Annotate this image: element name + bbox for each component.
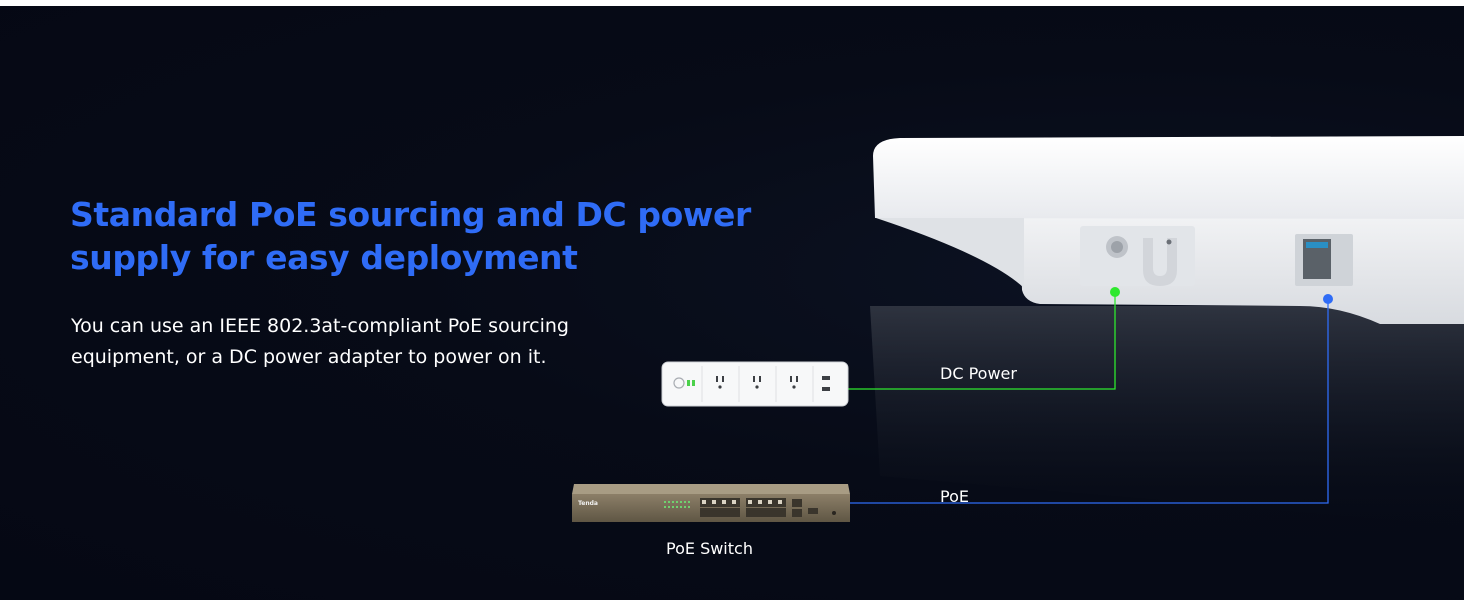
- access-point: [873, 136, 1464, 324]
- dc-power-port-dot: [1110, 287, 1120, 297]
- description-text: You can use an IEEE 802.3at-compliant Po…: [71, 315, 569, 368]
- dc-power-label: DC Power: [940, 364, 1017, 383]
- switch-brand-logo: Tenda: [578, 500, 598, 507]
- hero-banner: Tenda Standard PoE sourcing and DC power: [0, 6, 1464, 600]
- dc-power-line: [846, 292, 1116, 390]
- poe-label: PoE: [940, 487, 969, 506]
- poe-switch-device: Tenda: [572, 484, 850, 522]
- poe-line: [850, 299, 1329, 504]
- poe-switch-label: PoE Switch: [666, 539, 753, 558]
- poe-port-dot: [1323, 294, 1333, 304]
- device-illustration: Tenda: [572, 136, 1464, 526]
- page-title: Standard PoE sourcing and DC power suppl…: [70, 195, 751, 277]
- ap-reflection: [870, 306, 1464, 526]
- power-strip: [661, 361, 849, 407]
